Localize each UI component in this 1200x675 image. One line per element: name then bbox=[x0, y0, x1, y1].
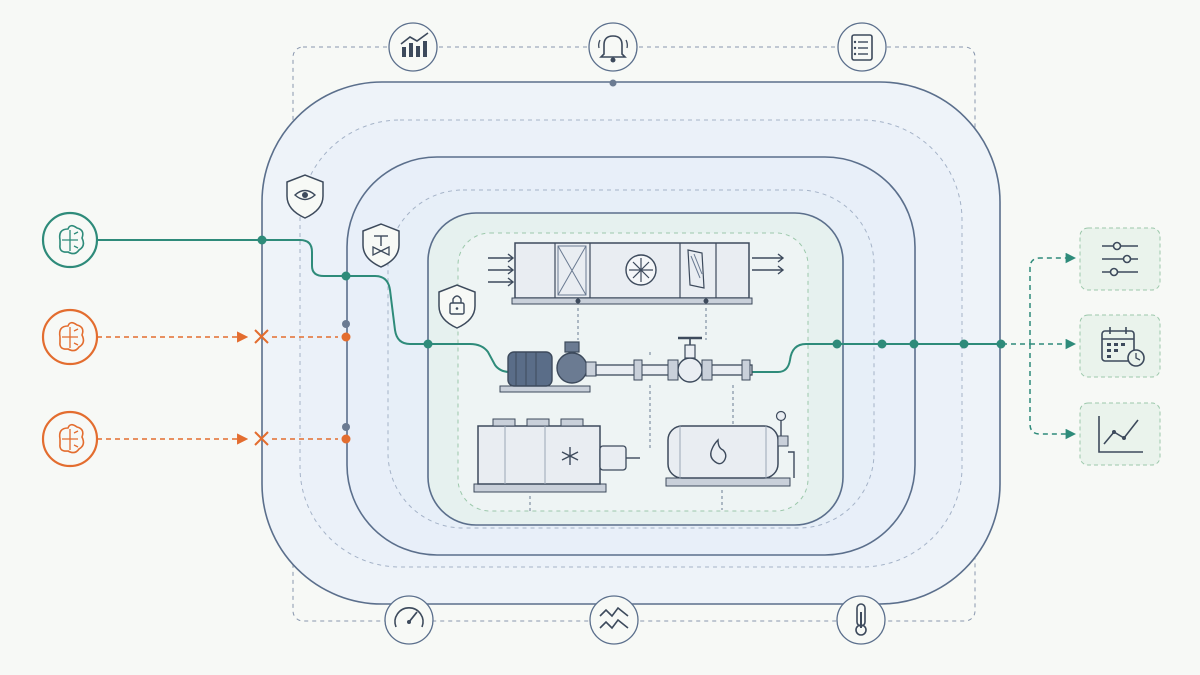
output-branch-top bbox=[1029, 252, 1077, 344]
lock-shield-icon[interactable] bbox=[438, 284, 476, 329]
pump[interactable] bbox=[499, 341, 597, 393]
analytics-chart-icon[interactable] bbox=[388, 22, 438, 72]
trend-icon[interactable] bbox=[589, 595, 639, 645]
blocked-x-mark-2 bbox=[254, 431, 269, 446]
performance-chart-icon bbox=[1098, 416, 1143, 453]
ai-agent-blocked-1[interactable] bbox=[41, 308, 99, 366]
monitoring-eye-shield-icon[interactable] bbox=[286, 174, 324, 219]
alarm-bell-icon[interactable] bbox=[588, 22, 638, 72]
accepted-output-path bbox=[752, 343, 1002, 373]
output-branch-bottom bbox=[1029, 344, 1077, 440]
air-handling-unit[interactable] bbox=[488, 242, 785, 340]
chiller[interactable] bbox=[473, 418, 640, 512]
blocked-x-mark-1 bbox=[254, 329, 269, 344]
schedule-calendar-icon bbox=[1101, 327, 1145, 367]
control-sliders-output[interactable] bbox=[1079, 227, 1161, 291]
ai-agent-accepted[interactable] bbox=[41, 211, 99, 269]
valve-control-shield-icon[interactable] bbox=[362, 223, 400, 268]
thermometer-icon[interactable] bbox=[836, 595, 886, 645]
performance-chart-output[interactable] bbox=[1079, 402, 1161, 466]
accepted-control-path bbox=[97, 239, 511, 373]
control-valve[interactable] bbox=[667, 336, 713, 383]
ai-agent-blocked-2[interactable] bbox=[41, 410, 99, 468]
gauge-icon[interactable] bbox=[384, 595, 434, 645]
schedule-calendar-output[interactable] bbox=[1079, 314, 1161, 378]
control-sliders-icon bbox=[1102, 241, 1138, 277]
checklist-icon[interactable] bbox=[837, 22, 887, 72]
boiler[interactable] bbox=[665, 410, 795, 511]
